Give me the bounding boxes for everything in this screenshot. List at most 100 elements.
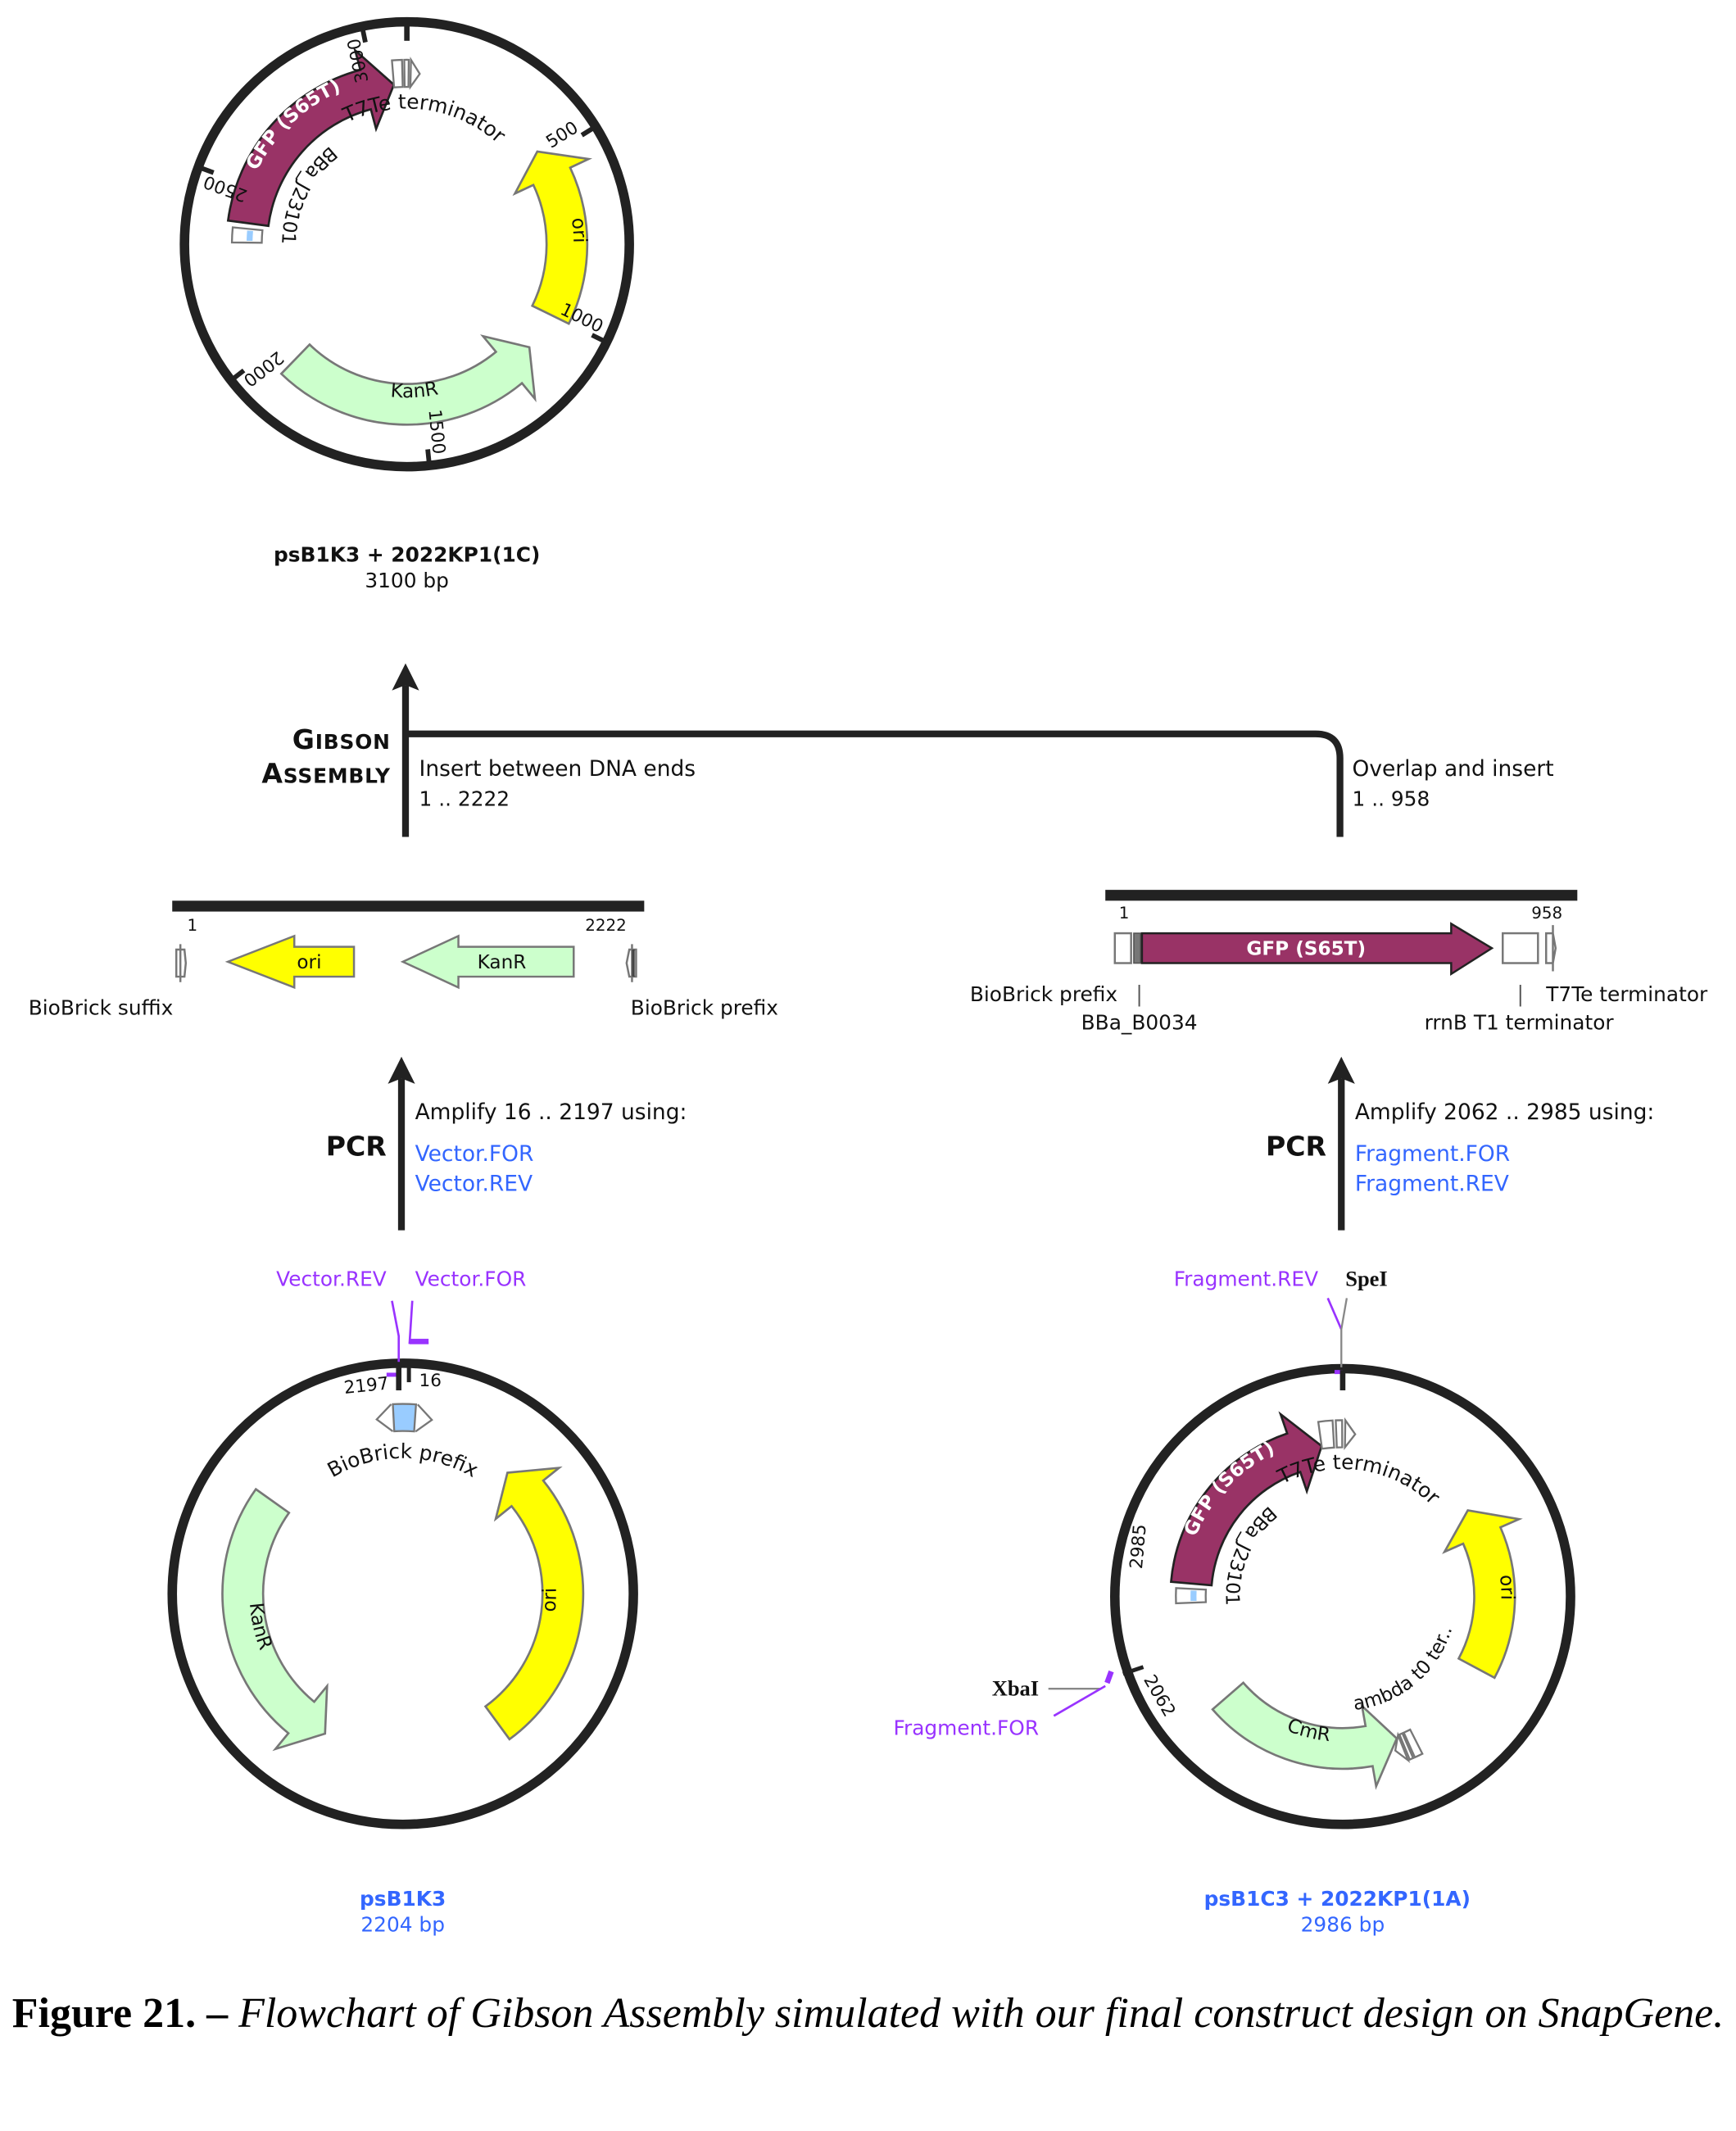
- template-right-name-link[interactable]: psB1C3 + 2022KP1(1A): [1204, 1887, 1471, 1911]
- gibson-right-range: 1 .. 958: [1353, 787, 1430, 810]
- position-label-2197: 2197: [343, 1373, 390, 1399]
- position-tick: [360, 28, 368, 43]
- pcr-right-primer-for-link[interactable]: Fragment.FOR: [1355, 1141, 1510, 1167]
- pcr-right-amplify-text: Amplify 2062 .. 2985 using:: [1355, 1100, 1655, 1125]
- biobrick-prefix-label: BioBrick prefix: [631, 995, 778, 1019]
- feature-biobrick-prefix[interactable]: [392, 1403, 418, 1433]
- feature-cmr[interactable]: [1211, 1680, 1398, 1790]
- feature-ori-label: ori: [567, 216, 591, 243]
- feature-kanr[interactable]: [279, 334, 537, 426]
- feature-lambda-t0-ter-arrow-icon: [1394, 1731, 1411, 1763]
- feature-t7te-terminator-arrow-icon: [1344, 1417, 1357, 1450]
- feature-t7te-terminator-part[interactable]: [1335, 1419, 1344, 1449]
- feature-kanr[interactable]: [221, 1487, 329, 1752]
- template-left-name-link[interactable]: psB1K3: [360, 1887, 446, 1911]
- insert-gfp-label: GFP (S65T): [1246, 938, 1366, 960]
- vector-for-primer-mark: [409, 1339, 429, 1344]
- pcr-left-step: PCR Amplify 16 .. 2197 using: Vector.FOR…: [326, 1056, 687, 1231]
- fragment-backbone-bar: [172, 900, 645, 912]
- feature-ori[interactable]: [483, 1466, 585, 1741]
- position-label-2985: 2985: [1126, 1523, 1151, 1570]
- feature-ori[interactable]: [512, 150, 593, 325]
- position-tick-top: [1339, 1370, 1346, 1390]
- biobrick-right-arrow-icon: [415, 1403, 433, 1433]
- spei-site-leader: [1340, 1298, 1348, 1367]
- gibson-arrowhead-icon: [392, 663, 419, 691]
- feature-bba-j23101-stripe[interactable]: [247, 230, 253, 242]
- fragment-start-position: 1: [187, 916, 197, 935]
- gibson-branch-line: [405, 730, 1344, 837]
- pcr-right-primer-rev-link[interactable]: Fragment.REV: [1355, 1172, 1509, 1197]
- biobrick-suffix-feature[interactable]: [175, 944, 188, 982]
- vector-linear-fragment[interactable]: 1 2222 ori KanR BioBrick suffix BioBrick…: [29, 900, 778, 1019]
- fragment-for-primer-mark: [1104, 1670, 1114, 1684]
- figure-caption: Figure 21. – Flowchart of Gibson Assembl…: [0, 1987, 1736, 2041]
- biobrick-suffix-label: BioBrick suffix: [29, 995, 174, 1019]
- feature-t7te-terminator-box[interactable]: [391, 58, 404, 88]
- feature-t7te-terminator-label: T7Te terminator: [1273, 1450, 1445, 1509]
- vector-ori-label: ori: [297, 951, 321, 973]
- fragment-for-primer-label[interactable]: Fragment.FOR: [894, 1716, 1040, 1739]
- insert-rbs-label: BBa_B0034: [1081, 1011, 1198, 1035]
- gibson-left-range: 1 .. 2222: [419, 787, 510, 810]
- position-tick-2062: [1122, 1665, 1144, 1676]
- vector-kanr-label: KanR: [478, 951, 527, 973]
- feature-bba-j23101-stripe[interactable]: [1190, 1590, 1197, 1602]
- plasmid-backbone-ring: [1110, 1363, 1575, 1829]
- vector-kanr-feature[interactable]: [400, 934, 575, 990]
- spei-site-label[interactable]: SpeI: [1345, 1267, 1388, 1291]
- insert-rrnb-terminator-feature[interactable]: [1502, 932, 1539, 964]
- gibson-label-line1: GIBSON: [292, 723, 391, 755]
- insert-gfp-feature[interactable]: [1140, 922, 1494, 977]
- pcr-left-primer-for-link[interactable]: Vector.FOR: [415, 1141, 534, 1167]
- feature-ori[interactable]: [1442, 1509, 1523, 1680]
- position-tick-16: [406, 1362, 411, 1383]
- template-right-sites: Fragment.REV SpeI XbaI Fragment.FOR 2062…: [894, 1267, 1388, 1740]
- position-tick-label: 1500: [424, 409, 448, 456]
- vector-rev-primer-leader: [391, 1300, 401, 1363]
- gibson-assembly-connector: [392, 663, 1344, 837]
- pcr-right-label: PCR: [1266, 1131, 1326, 1163]
- pcr-left-arrowhead-icon: [388, 1056, 415, 1084]
- insert-t7te-label: T7Te terminator: [1545, 982, 1708, 1006]
- feature-gfp-s65t[interactable]: [226, 47, 396, 228]
- vector-rev-primer-label[interactable]: Vector.REV: [276, 1267, 387, 1291]
- fragment-end-position: 2222: [585, 916, 627, 935]
- gibson-right-step: Overlap and insert: [1353, 756, 1554, 782]
- feature-t7te-terminator-box[interactable]: [1317, 1419, 1335, 1450]
- feature-lambda-t0-ter-box[interactable]: [1402, 1728, 1424, 1759]
- pcr-left-amplify-text: Amplify 16 .. 2197 using:: [415, 1100, 687, 1125]
- pcr-left-primer-rev-link[interactable]: Vector.REV: [415, 1172, 533, 1197]
- position-tick: [580, 125, 595, 138]
- xbai-site-label[interactable]: XbaI: [992, 1675, 1039, 1700]
- insert-rbs-feature[interactable]: [1133, 932, 1142, 964]
- template-left-size: 2204 bp: [360, 1913, 445, 1937]
- feature-gfp-s65t[interactable]: [1169, 1411, 1323, 1587]
- position-tick: [591, 333, 605, 343]
- feature-t7te-terminator-part[interactable]: [403, 58, 410, 88]
- feature-t7te-terminator-arrow-icon: [409, 57, 421, 90]
- caption-text: Flowchart of Gibson Assembly simulated w…: [238, 1990, 1725, 2037]
- vector-ori-feature[interactable]: [224, 934, 356, 990]
- insert-biobrick-prefix-feature[interactable]: [1113, 932, 1132, 964]
- pcr-right-arrowhead-icon: [1327, 1056, 1355, 1084]
- position-tick: [231, 368, 246, 381]
- gibson-left-step: Insert between DNA ends: [419, 756, 696, 782]
- fragment-rev-primer-label[interactable]: Fragment.REV: [1174, 1267, 1318, 1291]
- feature-lambda-t0-ter-part[interactable]: [1398, 1731, 1415, 1761]
- product-name: psB1K3 + 2022KP1(1C): [274, 542, 540, 566]
- vector-rev-primer-mark: [386, 1372, 399, 1377]
- vector-for-primer-label[interactable]: Vector.FOR: [415, 1267, 527, 1291]
- vector-for-primer-leader: [408, 1300, 429, 1344]
- insert-linear-fragment[interactable]: 1 958 GFP (S65T) BioBrick prefix BBa_B00…: [970, 890, 1708, 1035]
- insert-t7te-terminator-feature[interactable]: [1544, 925, 1557, 972]
- position-tick-label: 500: [542, 117, 582, 152]
- position-tick: [200, 165, 215, 175]
- insert-rrnb-label: rrnB T1 terminator: [1425, 1011, 1615, 1035]
- position-tick-label: 2000: [239, 347, 288, 390]
- caption-figure-number: Figure 21. –: [11, 1990, 229, 2037]
- feature-kanr-label: KanR: [390, 378, 440, 403]
